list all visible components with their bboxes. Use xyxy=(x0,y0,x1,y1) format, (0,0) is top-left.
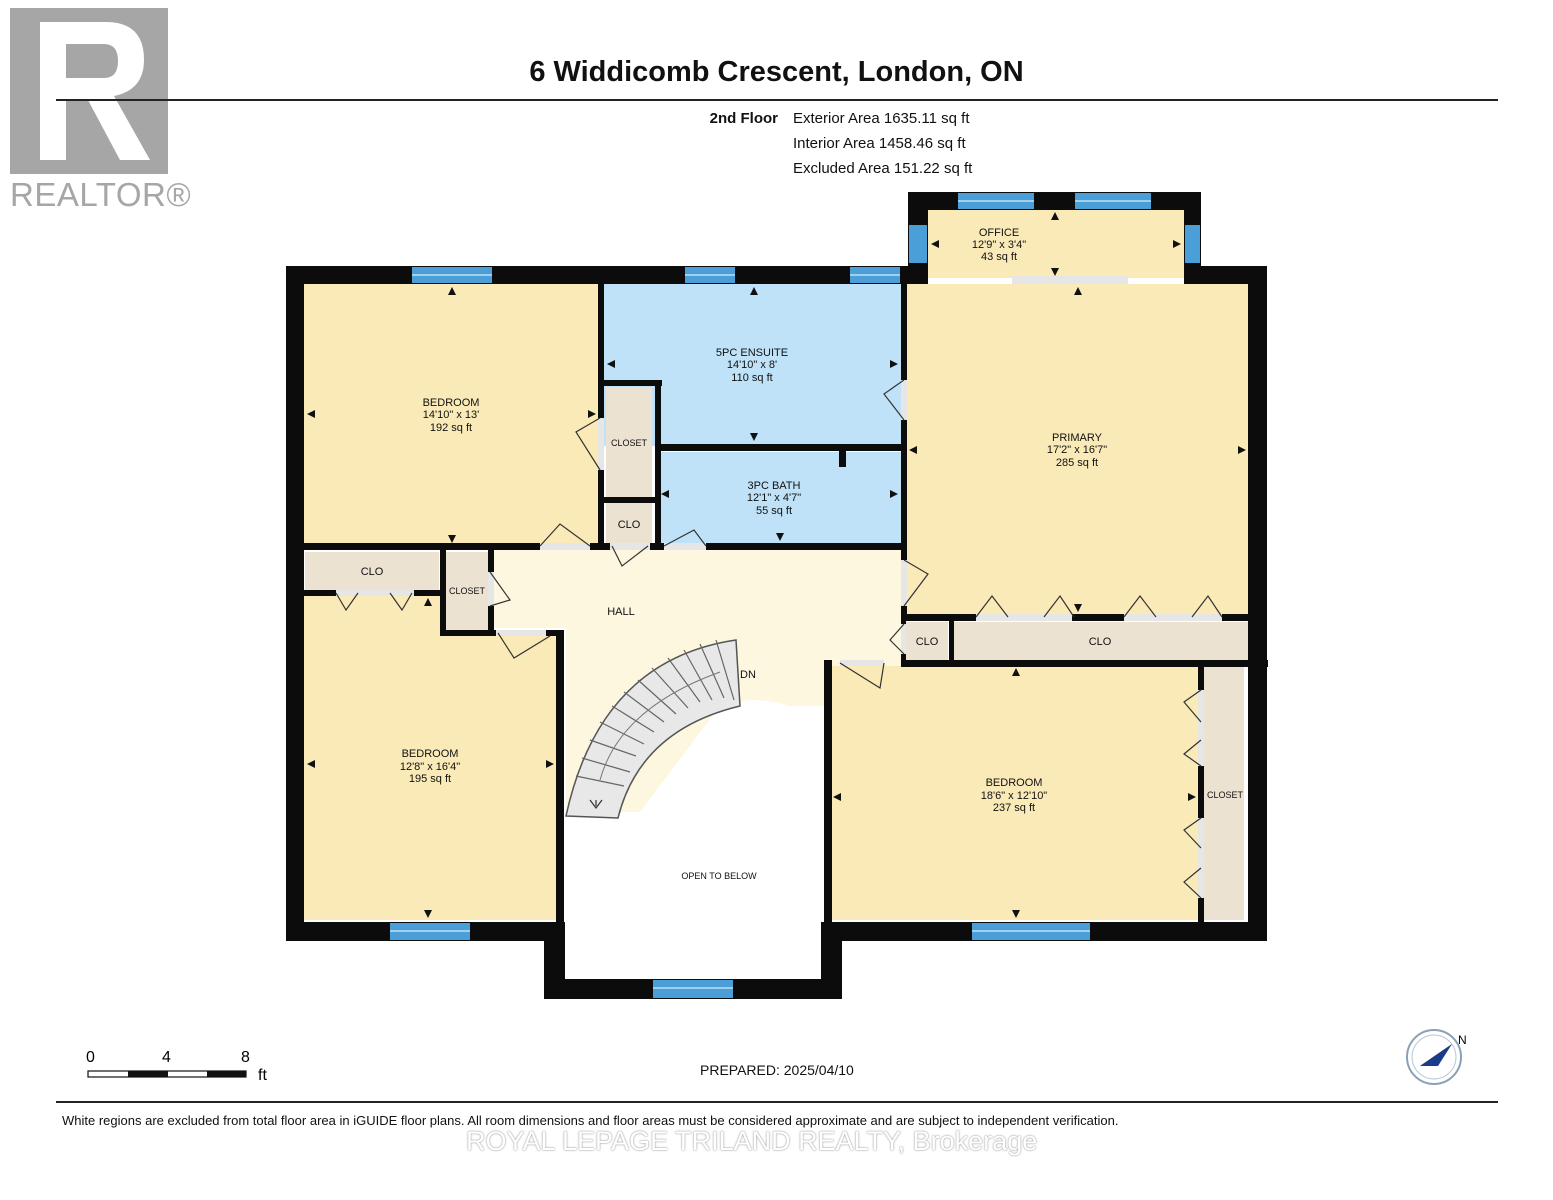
office-area: 43 sq ft xyxy=(981,251,1017,263)
header-divider xyxy=(56,99,1498,101)
bath-3pc-room xyxy=(658,452,901,544)
scale-label-0: 0 xyxy=(86,1049,95,1066)
realtor-logo-text: REALTOR® xyxy=(10,176,192,213)
interior-area: Interior Area 1458.46 sq ft xyxy=(793,135,966,152)
clo-room xyxy=(954,622,1248,660)
bath-3pc-name: 3PC BATH xyxy=(748,480,801,492)
bedroom-3-room xyxy=(830,666,1198,920)
clo-room xyxy=(906,622,948,660)
floor-name: 2nd Floor xyxy=(709,110,778,127)
realtor-logo: REALTOR® xyxy=(6,6,191,213)
primary-dims: 17'2" x 16'7" xyxy=(1047,444,1107,456)
office-room xyxy=(928,210,1184,278)
bedroom-1-dims: 14'10" x 13' xyxy=(423,409,479,421)
excluded-area: Excluded Area 151.22 sq ft xyxy=(793,160,973,177)
closet-label: CLOSET xyxy=(449,586,486,596)
page-title: 6 Widdicomb Crescent, London, ON xyxy=(529,56,1024,88)
primary-area: 285 sq ft xyxy=(1056,457,1098,469)
primary-name: PRIMARY xyxy=(1052,432,1103,444)
bedroom-1-area: 192 sq ft xyxy=(430,422,472,434)
clo-label: CLO xyxy=(361,566,384,578)
closet-label: CLOSET xyxy=(1207,790,1244,800)
realtor-r-icon xyxy=(40,22,150,160)
hall-name: HALL xyxy=(607,606,635,618)
clo-label: CLO xyxy=(1089,636,1112,648)
brokerage-watermark: ROYAL LEPAGE TRILAND REALTY, Brokerage xyxy=(466,1126,1038,1156)
clo-room xyxy=(305,552,439,590)
closet-room xyxy=(606,387,652,497)
stairs-label: DN xyxy=(740,669,756,681)
scale-label-4: 4 xyxy=(162,1049,171,1066)
clo-room xyxy=(606,503,652,545)
ensuite-area: 110 sq ft xyxy=(731,372,772,384)
disclaimer: White regions are excluded from total fl… xyxy=(62,1113,1119,1128)
exterior-area: Exterior Area 1635.11 sq ft xyxy=(793,110,970,127)
compass-icon: N xyxy=(1406,1029,1467,1085)
window-lines xyxy=(390,200,1151,989)
closet-label: CLOSET xyxy=(611,438,648,448)
scale-unit: ft xyxy=(258,1067,267,1084)
bedroom-1-name: BEDROOM xyxy=(423,397,480,409)
footer-divider xyxy=(56,1101,1498,1103)
clo-label: CLO xyxy=(916,636,939,648)
bedroom-3-name: BEDROOM xyxy=(986,777,1043,789)
clo-label: CLO xyxy=(618,519,641,531)
bath-3pc-dims: 12'1" x 4'7" xyxy=(747,492,801,504)
bedroom-2-area: 195 sq ft xyxy=(409,773,451,785)
closet-room xyxy=(1204,666,1244,920)
dimension-arrows xyxy=(307,212,1246,918)
curved-staircase xyxy=(565,639,741,819)
ensuite-room xyxy=(604,284,901,446)
ensuite-name: 5PC ENSUITE xyxy=(716,347,788,359)
prepared-date: PREPARED: 2025/04/10 xyxy=(700,1062,854,1078)
interior-walls xyxy=(286,284,1268,925)
bedroom-1-room xyxy=(304,284,600,546)
bedroom-2-dims: 12'8" x 16'4" xyxy=(400,761,460,773)
office-name: OFFICE xyxy=(979,227,1019,239)
compass-north-label: N xyxy=(1458,1033,1467,1047)
bedroom-3-dims: 18'6" x 12'10" xyxy=(981,790,1048,802)
realtor-logo-mark xyxy=(10,8,168,174)
bedroom-2-name: BEDROOM xyxy=(402,748,459,760)
office-dims: 12'9" x 3'4" xyxy=(972,239,1026,251)
scale-label-8: 8 xyxy=(241,1049,250,1066)
bedroom-3-area: 237 sq ft xyxy=(993,802,1035,814)
open-to-below-label: OPEN TO BELOW xyxy=(681,871,757,881)
bath-3pc-area: 55 sq ft xyxy=(756,505,792,517)
ensuite-dims: 14'10" x 8' xyxy=(727,359,777,371)
primary-room xyxy=(906,284,1248,616)
scale-bar: 0 4 8 ft xyxy=(86,1049,267,1084)
doors xyxy=(335,276,1223,899)
closet-room xyxy=(446,552,488,630)
bedroom-2-room xyxy=(304,596,556,920)
